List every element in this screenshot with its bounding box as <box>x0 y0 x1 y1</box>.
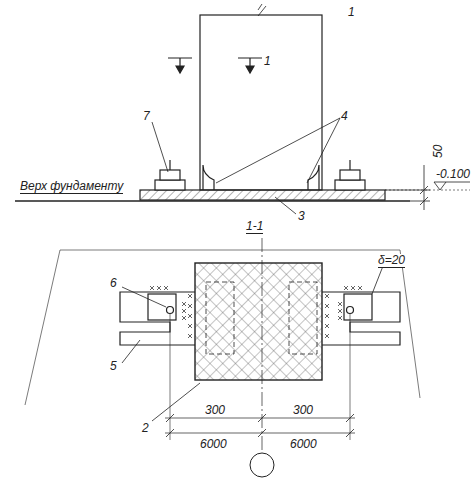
dimension: 300 <box>205 404 225 416</box>
weld-cross <box>188 314 192 318</box>
weld-cross <box>338 309 342 313</box>
dimension: 6000 <box>290 438 317 450</box>
dimension: 50 <box>432 145 444 158</box>
weld-cross <box>325 304 329 308</box>
callout-number: 2 <box>142 422 149 434</box>
section-title: 1-1 <box>246 220 263 234</box>
dimension: 300 <box>293 404 313 416</box>
weld-cross <box>182 316 186 320</box>
callout-number: 4 <box>341 110 348 122</box>
weld-cross <box>325 294 329 298</box>
weld-cross <box>188 334 192 338</box>
thickness-note: δ=20 <box>378 254 405 268</box>
weld-cross <box>325 324 329 328</box>
callout-number: 3 <box>298 210 305 222</box>
plan-view <box>25 238 420 477</box>
weld-cross <box>338 316 342 320</box>
weld-cross <box>182 302 186 306</box>
weld-cross <box>188 324 192 328</box>
weld-cross <box>325 334 329 338</box>
weld-cross <box>344 286 348 290</box>
level-note: Верх фундаменту <box>20 180 123 194</box>
weld-cross <box>182 309 186 313</box>
callout-number: 7 <box>143 110 150 122</box>
section-view <box>15 4 470 214</box>
weld-marks <box>150 286 362 338</box>
level-mark: -0.100 <box>436 168 470 180</box>
callout-number: 5 <box>110 360 117 372</box>
dimension: 6000 <box>200 438 227 450</box>
weld-cross <box>188 294 192 298</box>
weld-cross <box>188 304 192 308</box>
callout-number: 6 <box>110 277 117 289</box>
weld-cross <box>351 286 355 290</box>
weld-cross <box>157 286 161 290</box>
weld-cross <box>150 286 154 290</box>
weld-cross <box>325 314 329 318</box>
weld-cross <box>358 286 362 290</box>
weld-cross <box>338 302 342 306</box>
section-mark: 1 <box>264 55 271 67</box>
weld-cross <box>164 286 168 290</box>
callout-number: 1 <box>348 6 355 18</box>
